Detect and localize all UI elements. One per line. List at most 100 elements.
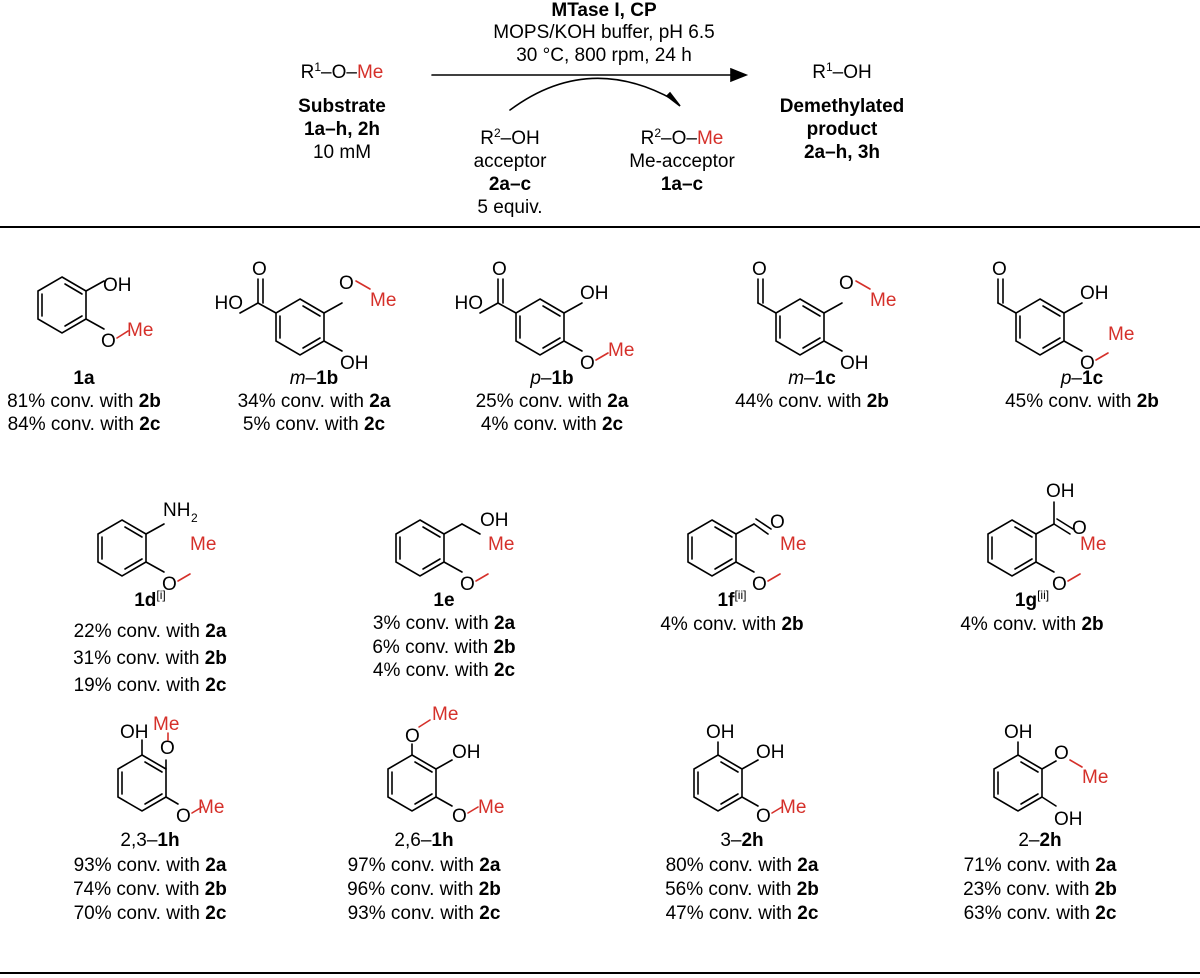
conversion-2-6-1h-1: 97% conv. with 2a [347, 855, 501, 876]
svg-text:HO: HO [455, 293, 484, 314]
substrate-ids: 1a–h, 2h [303, 119, 381, 140]
svg-text:OH: OH [480, 510, 509, 531]
conversion-1a-2: 84% conv. with 2c [7, 414, 161, 435]
svg-text:Me: Me [780, 797, 806, 818]
svg-text:O: O [160, 738, 175, 759]
svg-text:NH: NH [163, 500, 190, 521]
reaction-arrow [431, 67, 749, 111]
svg-text:Me: Me [432, 704, 458, 725]
svg-text:O: O [580, 353, 595, 374]
conversion-3-2h-1: 80% conv. with 2a [665, 855, 819, 876]
conversion-2-6-1h-3: 93% conv. with 2c [347, 903, 501, 924]
product-formula: R1–OH [812, 60, 872, 83]
conversion-2-2h-3: 63% conv. with 2c [963, 903, 1117, 924]
svg-text:OH: OH [840, 353, 869, 374]
conversion-2-3-1h-3: 70% conv. with 2c [73, 903, 227, 924]
svg-text:Me: Me [488, 534, 514, 555]
svg-text:O: O [405, 726, 420, 747]
svg-text:O: O [1072, 518, 1087, 539]
conversion-3-2h-3: 47% conv. with 2c [665, 903, 819, 924]
svg-text:Me: Me [870, 290, 896, 311]
conversion-m-1b-1: 34% conv. with 2a [237, 391, 391, 412]
svg-text:Me: Me [190, 534, 216, 555]
svg-text:O: O [752, 574, 767, 595]
product-ids: 2a–h, 3h [803, 142, 881, 163]
svg-text:O: O [1052, 574, 1067, 595]
conversion-m-1c-1: 44% conv. with 2b [735, 391, 889, 412]
conversion-1e-2: 6% conv. with 2b [372, 637, 516, 658]
svg-text:OH: OH [580, 283, 609, 304]
compound-label-1d: 1d[i] [134, 588, 166, 611]
substrate-concentration: 10 mM [312, 142, 372, 163]
acceptor-equiv: 5 equiv. [477, 197, 543, 218]
svg-text:O: O [839, 273, 854, 294]
product-label-line2: product [806, 119, 878, 140]
divider-top [0, 226, 1200, 228]
compound-label-2-3-1h: 2,3–1h [120, 830, 180, 851]
svg-text:Me: Me [127, 320, 153, 341]
compound-label-p-1b: p–1b [530, 368, 574, 389]
svg-text:O: O [101, 331, 116, 352]
me-acceptor-formula: R2–O–Me [640, 126, 724, 149]
svg-text:Me: Me [608, 340, 634, 361]
svg-text:Me: Me [478, 797, 504, 818]
structure-3-2h: OH OH O Me [693, 722, 806, 827]
svg-text:O: O [1080, 353, 1095, 374]
conversion-3-2h-2: 56% conv. with 2b [665, 879, 819, 900]
svg-text:O: O [176, 806, 191, 827]
svg-text:O: O [992, 259, 1007, 280]
svg-text:OH: OH [1046, 481, 1075, 502]
svg-text:2: 2 [191, 511, 198, 525]
svg-text:OH: OH [1004, 722, 1033, 743]
svg-text:O: O [162, 574, 177, 595]
me-acceptor-label: Me-acceptor [629, 151, 735, 172]
svg-text:Me: Me [1080, 534, 1106, 555]
conversion-p-1c-1: 45% conv. with 2b [1005, 391, 1159, 412]
structure-1a: OH O Me [37, 275, 153, 352]
svg-text:O: O [339, 273, 354, 294]
structure-1e: OH O Me [395, 510, 514, 595]
me-acceptor-ids: 1a–c [660, 174, 704, 195]
conversion-1e-3: 4% conv. with 2c [372, 660, 516, 681]
conversion-2-2h-2: 23% conv. with 2b [963, 879, 1117, 900]
structure-2-3-1h: OH O Me O Me [117, 714, 224, 827]
compound-label-1g: 1g[ii] [1014, 588, 1050, 611]
svg-text:O: O [452, 806, 467, 827]
compound-label-1f: 1f[ii] [717, 588, 747, 611]
svg-text:O: O [752, 259, 767, 280]
conversion-1e-1: 3% conv. with 2a [372, 613, 516, 634]
svg-text:O: O [1054, 743, 1069, 764]
svg-text:OH: OH [756, 742, 785, 763]
svg-text:Me: Me [153, 714, 179, 735]
svg-text:OH: OH [452, 742, 481, 763]
svg-text:Me: Me [780, 534, 806, 555]
substrate-label: Substrate [298, 96, 386, 117]
conversion-2-3-1h-2: 74% conv. with 2b [73, 879, 227, 900]
svg-text:Me: Me [1108, 324, 1134, 345]
buffer-label: MOPS/KOH buffer, pH 6.5 [493, 22, 715, 43]
structure-1g: OH O O Me [987, 481, 1106, 595]
svg-text:Me: Me [370, 290, 396, 311]
structure-2-6-1h: O Me OH O Me [387, 704, 504, 827]
conversion-p-1b-2: 4% conv. with 2c [480, 414, 624, 435]
structure-p-1b: O HO OH O Me [455, 259, 635, 374]
svg-text:OH: OH [1054, 809, 1083, 830]
svg-text:Me: Me [198, 797, 224, 818]
svg-text:OH: OH [103, 275, 132, 296]
conversion-m-1b-2: 5% conv. with 2c [242, 414, 386, 435]
compound-label-m-1c: m–1c [788, 368, 836, 389]
svg-text:O: O [770, 512, 785, 533]
structure-m-1c: O O Me OH [752, 259, 896, 374]
compound-label-2-2h: 2–2h [1018, 830, 1062, 851]
conversion-2-3-1h-1: 93% conv. with 2a [73, 855, 227, 876]
svg-text:OH: OH [1080, 283, 1109, 304]
conversion-1d-3: 19% conv. with 2c [73, 675, 227, 696]
product-label-line1: Demethylated [779, 96, 905, 117]
compound-label-p-1c: p–1c [1060, 368, 1104, 389]
conversion-p-1b-1: 25% conv. with 2a [475, 391, 629, 412]
structure-m-1b: O HO O Me OH [215, 259, 397, 374]
compound-label-3-2h: 3–2h [720, 830, 764, 851]
catalyst-label: MTase I, CP [551, 0, 657, 21]
conversion-1d-2: 31% conv. with 2b [73, 648, 227, 669]
structure-2-2h: OH O Me OH [993, 722, 1108, 830]
